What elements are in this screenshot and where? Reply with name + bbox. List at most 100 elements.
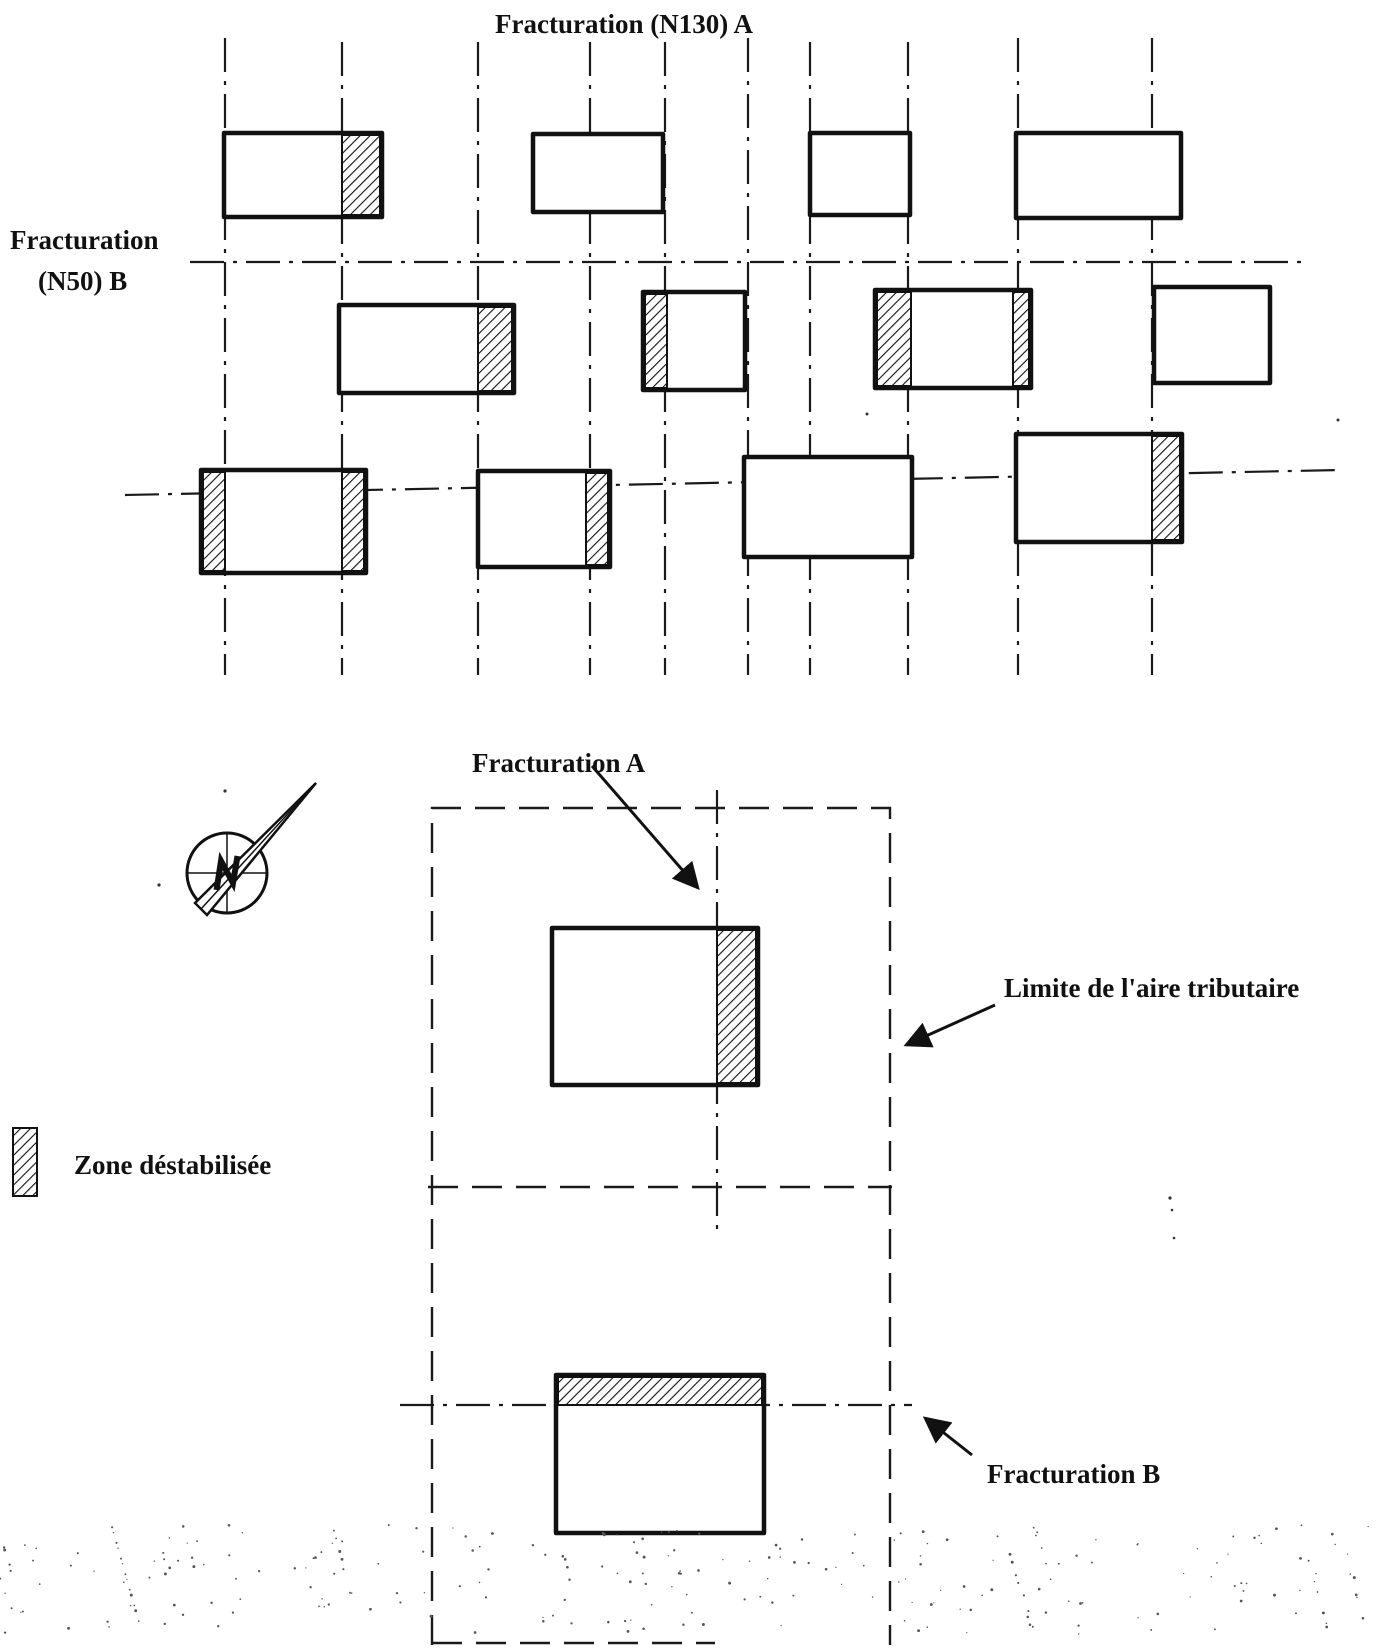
scan-speck: [722, 1558, 724, 1561]
scan-speck: [865, 412, 869, 416]
pillar: [336, 302, 517, 396]
scan-speck: [227, 1523, 231, 1527]
scan-speck: [338, 1550, 342, 1553]
scan-speck: [1027, 1610, 1030, 1613]
scan-speck: [1336, 418, 1340, 422]
pillar: [530, 131, 666, 215]
scan-speck: [293, 1567, 297, 1570]
scan-speck: [682, 1623, 685, 1626]
scan-speck: [926, 1626, 929, 1628]
scan-speck: [1354, 1593, 1358, 1597]
scan-speck: [217, 1625, 220, 1628]
pillar: [221, 130, 385, 220]
scan-speck: [129, 1604, 132, 1607]
scan-speck: [919, 1555, 922, 1557]
scan-speck: [333, 1572, 336, 1575]
scan-speck: [1008, 1552, 1012, 1556]
scan-speck: [601, 1565, 604, 1568]
scan-speck: [921, 1530, 925, 1533]
scan-speck: [119, 1557, 122, 1560]
scan-speck: [1010, 1560, 1014, 1564]
scan-speck: [487, 1568, 490, 1571]
scan-speck: [1240, 1582, 1243, 1585]
scan-speck: [1075, 1554, 1078, 1557]
scan-speck: [331, 1542, 334, 1545]
scan-speck: [766, 1577, 769, 1580]
scan-speck: [76, 1552, 79, 1555]
scan-speck: [800, 1538, 804, 1541]
scan-speck: [616, 1572, 619, 1575]
scan-speck: [728, 1581, 732, 1585]
scan-speck: [318, 1605, 320, 1608]
scan-speck: [422, 1550, 425, 1553]
scan-speck: [1022, 1594, 1025, 1597]
scan-speck: [807, 1561, 810, 1565]
scan-speck: [21, 1610, 24, 1613]
scan-speck: [962, 1585, 966, 1588]
scan-speck: [904, 1578, 907, 1580]
scan-speck: [148, 1576, 151, 1579]
scan-speck: [342, 1568, 345, 1571]
scan-speck: [162, 1551, 165, 1554]
scan-speck: [628, 1580, 632, 1584]
scan-speck: [10, 1607, 13, 1610]
scan-speck: [1299, 1589, 1301, 1592]
scan-speck: [168, 1537, 171, 1539]
scan-speck: [320, 1551, 323, 1554]
fracture-a-title: Fracturation (N130) A: [495, 9, 753, 39]
scan-speck: [1242, 1589, 1245, 1592]
scan-speck: [181, 1525, 185, 1528]
pillar: [1151, 284, 1273, 386]
scan-speck: [1307, 1559, 1310, 1562]
scan-speck: [3, 1631, 7, 1634]
scan-speck: [312, 1557, 315, 1560]
scan-speck: [1313, 1580, 1316, 1583]
scan-speck: [112, 1531, 115, 1534]
scan-speck: [387, 1523, 390, 1527]
scan-speck: [933, 1602, 935, 1604]
scan-speck: [743, 1598, 746, 1601]
scan-speck: [626, 1630, 630, 1633]
scan-speck: [851, 1552, 854, 1554]
scan-speck: [1349, 1573, 1352, 1575]
scan-speck: [126, 1578, 128, 1581]
scan-speck: [940, 1589, 942, 1592]
scan-speck: [1189, 1596, 1191, 1598]
scan-speck: [1232, 1535, 1235, 1538]
scan-speck: [566, 1565, 569, 1569]
fracture-b-title-line2: (N50) B: [38, 266, 127, 296]
scan-speck: [673, 1549, 676, 1552]
scan-speck: [840, 1583, 843, 1586]
scan-speck: [1316, 1591, 1319, 1593]
scan-speck: [1049, 1578, 1052, 1581]
scan-speck: [3, 1548, 7, 1552]
scan-speck: [1137, 1617, 1139, 1619]
scan-speck: [1239, 1599, 1243, 1603]
scan-speck: [1040, 1547, 1043, 1549]
scan-speck: [1245, 1582, 1248, 1585]
scan-speck: [926, 1542, 929, 1545]
fracture-a-label: Fracturation A: [472, 748, 646, 778]
scan-speck: [1367, 1525, 1369, 1528]
scan-speck: [1172, 1236, 1176, 1240]
scan-speck: [616, 1534, 618, 1536]
pillar: [1013, 431, 1185, 545]
scan-speck: [1273, 1593, 1276, 1597]
pillar: [741, 454, 915, 560]
fracture-a-pointer-arrow: [590, 765, 700, 891]
scan-speck: [1170, 1208, 1174, 1212]
scan-speck: [641, 1572, 644, 1575]
scan-speck: [1045, 1562, 1047, 1565]
scan-speck: [1031, 1625, 1034, 1628]
scan-speck: [128, 1588, 131, 1591]
scan-speck: [163, 1622, 166, 1626]
scan-speck: [1210, 1575, 1213, 1578]
scan-speck: [668, 1531, 670, 1534]
scan-speck: [1295, 1612, 1297, 1615]
legend: Zone déstabilisée: [12, 1127, 271, 1197]
pillar: [640, 289, 748, 393]
scan-speck: [228, 1554, 231, 1557]
scan-speck: [1156, 1612, 1160, 1616]
scan-speck: [966, 1632, 968, 1634]
scan-speck: [186, 1542, 188, 1544]
